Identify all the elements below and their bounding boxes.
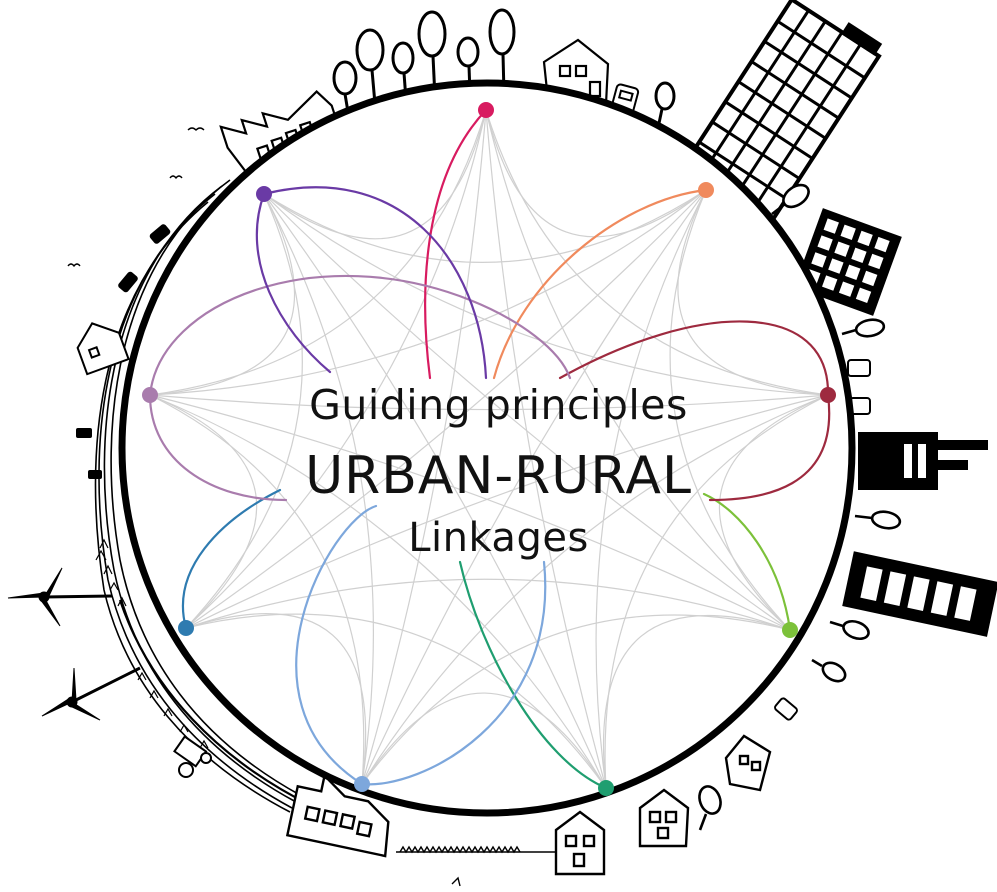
principle-node xyxy=(256,186,272,202)
principle-link xyxy=(492,188,708,380)
principle-link xyxy=(458,560,608,790)
web-link xyxy=(185,613,367,785)
principle-links xyxy=(148,108,831,790)
connection-web xyxy=(149,109,829,789)
web-link xyxy=(149,394,829,411)
wind-turbine-icon xyxy=(41,666,141,721)
web-link xyxy=(485,109,607,789)
apartment-block-icon xyxy=(842,551,997,637)
web-link xyxy=(149,189,707,396)
principle-node xyxy=(820,387,836,403)
principle-link xyxy=(360,560,547,786)
web-link xyxy=(604,394,829,789)
bird-icon xyxy=(67,127,205,268)
web-link xyxy=(361,614,791,785)
principle-link xyxy=(558,320,830,397)
web-link xyxy=(185,578,791,631)
principle-link xyxy=(424,108,488,380)
principle-node xyxy=(698,182,714,198)
web-link xyxy=(595,189,707,789)
car-icon xyxy=(774,359,871,721)
house-icon xyxy=(76,322,130,376)
web-link xyxy=(361,189,707,785)
web-link xyxy=(361,394,829,785)
factory-icon xyxy=(285,773,390,858)
car-icon xyxy=(76,224,171,479)
web-link xyxy=(263,193,829,396)
web-link xyxy=(185,394,829,629)
title-line-2: URBAN-RURAL xyxy=(305,446,692,506)
office-building-icon xyxy=(794,208,902,316)
principle-node xyxy=(478,102,494,118)
web-link xyxy=(149,394,258,629)
web-link xyxy=(361,692,607,789)
title-line-3: Linkages xyxy=(408,515,589,561)
web-link xyxy=(185,189,707,629)
tractor-icon xyxy=(173,735,212,778)
web-link xyxy=(185,613,607,789)
web-link xyxy=(149,109,487,396)
principle-link xyxy=(148,274,572,397)
web-link xyxy=(263,193,374,785)
web-link xyxy=(485,109,791,631)
title-line-1: Guiding principles xyxy=(309,381,688,429)
principle-link xyxy=(148,393,288,502)
web-link xyxy=(485,109,829,396)
web-link xyxy=(185,193,303,629)
web-link xyxy=(149,193,296,396)
principle-link xyxy=(181,488,282,630)
principle-nodes xyxy=(142,102,836,796)
web-link xyxy=(718,394,829,631)
house-icon xyxy=(554,734,772,876)
web-link xyxy=(185,109,487,629)
web-link xyxy=(149,394,791,631)
web-link xyxy=(263,189,707,263)
wind-turbine-icon xyxy=(7,567,113,627)
web-link xyxy=(602,615,791,789)
web-link xyxy=(263,193,607,789)
web-link xyxy=(485,109,707,238)
principle-link xyxy=(702,492,792,632)
principle-link xyxy=(708,393,831,502)
web-link xyxy=(263,109,487,240)
web-link xyxy=(263,193,791,631)
web-link xyxy=(669,189,791,631)
principle-node xyxy=(142,387,158,403)
tree-icon xyxy=(698,183,902,831)
principle-link xyxy=(255,192,332,374)
globe-ring xyxy=(118,79,856,817)
tree-icon xyxy=(332,8,676,129)
industrial-building-icon xyxy=(858,432,988,490)
principle-node xyxy=(354,776,370,792)
web-link xyxy=(149,394,365,785)
principle-node xyxy=(598,780,614,796)
principle-link xyxy=(295,504,378,786)
principle-node xyxy=(178,620,194,636)
web-link xyxy=(677,189,829,396)
principle-link xyxy=(262,186,488,380)
web-link xyxy=(149,394,607,789)
principle-node xyxy=(782,622,798,638)
hedge-icon xyxy=(396,845,556,887)
web-link xyxy=(361,109,487,785)
